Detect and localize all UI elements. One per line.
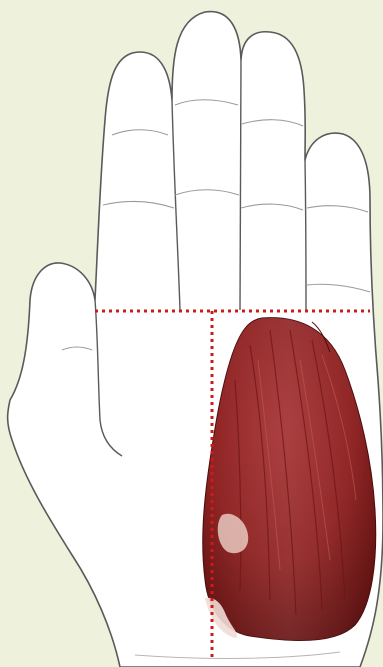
finger-separation-2	[240, 60, 241, 310]
